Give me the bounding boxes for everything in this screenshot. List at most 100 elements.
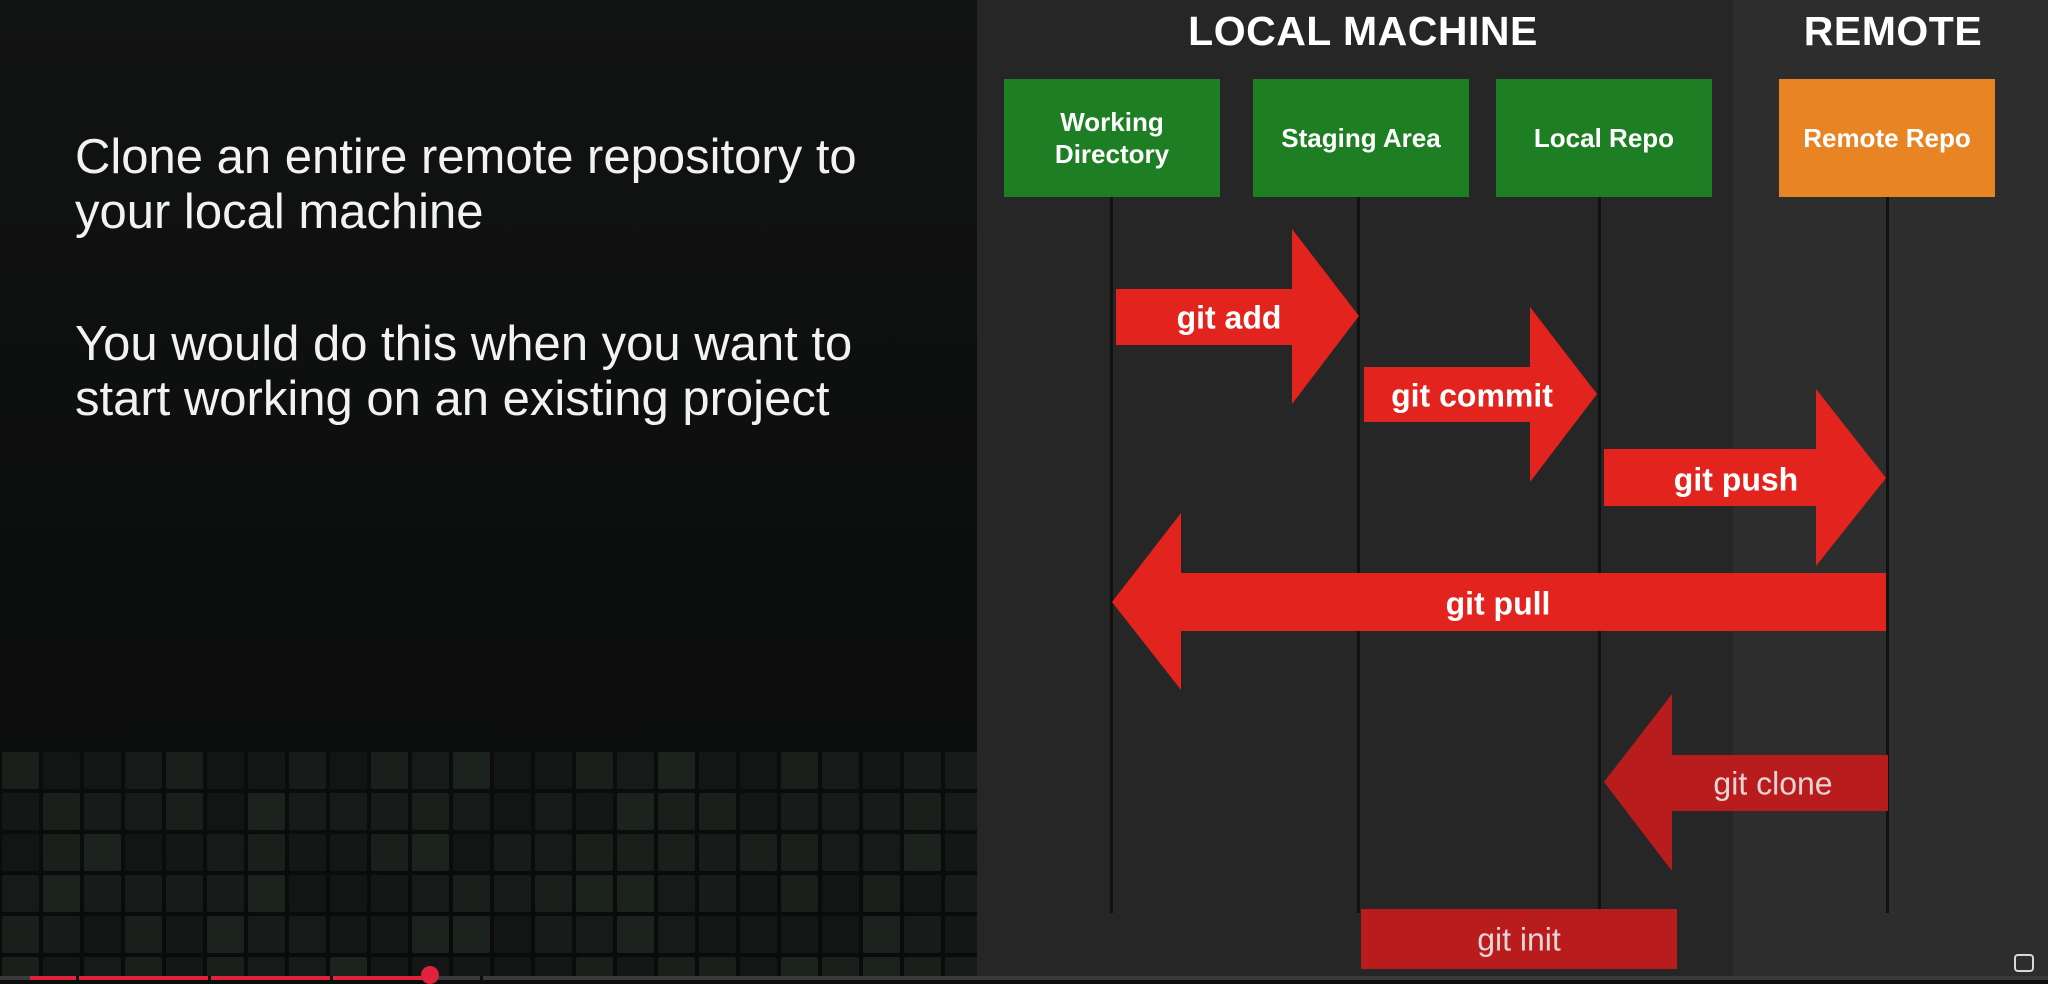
staging-area-lifeline: [1357, 197, 1360, 913]
background-tile: [494, 834, 531, 871]
git-init-label: git init: [1477, 921, 1561, 958]
background-tile: [945, 793, 977, 830]
background-tile: [904, 875, 941, 912]
background-tile: [699, 793, 736, 830]
background-tile: [84, 793, 121, 830]
background-tile: [904, 916, 941, 953]
background-tile: [125, 875, 162, 912]
background-tile: [535, 916, 572, 953]
background-tile: [699, 957, 736, 980]
git-add-label: git add: [1176, 299, 1282, 336]
slide-text-usage: You would do this when you want to start…: [75, 317, 853, 426]
background-tile: [166, 916, 203, 953]
background-tile: [658, 834, 695, 871]
background-tile: [2, 875, 39, 912]
background-tile: [207, 916, 244, 953]
background-tile: [617, 957, 654, 980]
background-tile: [822, 875, 859, 912]
background-tile: [781, 957, 818, 980]
background-tile: [412, 752, 449, 789]
background-tile: [371, 834, 408, 871]
remote-heading: REMOTE: [1803, 8, 1983, 54]
background-tile: [740, 875, 777, 912]
background-tile: [453, 834, 490, 871]
background-tile: [576, 916, 613, 953]
background-tile: [904, 793, 941, 830]
background-tile: [2, 834, 39, 871]
background-tile: [699, 916, 736, 953]
background-tile: [494, 916, 531, 953]
video-progress-bar[interactable]: [0, 976, 2048, 980]
background-tile: [699, 875, 736, 912]
background-tile: [289, 957, 326, 980]
remote-repo-box: Remote Repo: [1779, 79, 1995, 197]
background-tile: [945, 916, 977, 953]
slide-text-clone: Clone an entire remote repository to you…: [75, 130, 857, 239]
background-tile-pattern: [2, 752, 977, 980]
background-tile: [494, 875, 531, 912]
background-tile: [412, 916, 449, 953]
background-tile: [781, 916, 818, 953]
background-tile: [2, 793, 39, 830]
background-tile: [617, 875, 654, 912]
git-clone-label: git clone: [1713, 765, 1833, 802]
background-tile: [617, 752, 654, 789]
background-tile: [494, 957, 531, 980]
background-tile: [453, 752, 490, 789]
git-push-label: git push: [1673, 461, 1799, 498]
chapter-marker: [480, 976, 483, 980]
background-tile: [740, 834, 777, 871]
background-tile: [822, 834, 859, 871]
slide-left-panel: Clone an entire remote repository to you…: [0, 0, 977, 980]
background-tile: [740, 752, 777, 789]
background-tile: [863, 957, 900, 980]
video-scrub-handle[interactable]: [421, 966, 439, 984]
background-tile: [453, 916, 490, 953]
background-tile: [43, 957, 80, 980]
background-tile: [371, 916, 408, 953]
background-tile: [2, 916, 39, 953]
background-tile: [166, 793, 203, 830]
background-tile: [43, 916, 80, 953]
background-tile: [43, 875, 80, 912]
background-tile: [535, 834, 572, 871]
background-tile: [863, 916, 900, 953]
git-pull-arrow: [1112, 513, 1886, 690]
background-tile: [576, 834, 613, 871]
background-tile: [576, 793, 613, 830]
background-tile: [453, 793, 490, 830]
slide-text: Clone an entire remote repository to you…: [75, 130, 935, 504]
background-tile: [207, 834, 244, 871]
git-commit-label: git commit: [1391, 377, 1553, 414]
background-tile: [945, 957, 977, 980]
background-tile: [84, 875, 121, 912]
background-tile: [125, 916, 162, 953]
background-tile: [904, 834, 941, 871]
git-clone-arrow: [1604, 694, 1888, 871]
local-repo-lifeline: [1598, 197, 1601, 913]
remote-repo-lifeline: [1886, 197, 1889, 913]
background-tile: [699, 752, 736, 789]
background-tile: [166, 752, 203, 789]
background-tile: [822, 793, 859, 830]
background-tile: [289, 752, 326, 789]
git-add-arrow: [1116, 229, 1359, 404]
background-tile: [412, 834, 449, 871]
local-machine-heading: LOCAL MACHINE: [1188, 8, 1538, 54]
background-tile: [617, 834, 654, 871]
background-tile: [535, 793, 572, 830]
background-tile: [207, 793, 244, 830]
background-tile: [43, 752, 80, 789]
background-tile: [535, 957, 572, 980]
git-pull-label: git pull: [1445, 585, 1551, 622]
background-tile: [658, 875, 695, 912]
fullscreen-icon[interactable]: [2014, 954, 2034, 972]
background-tile: [43, 834, 80, 871]
background-tile: [904, 957, 941, 980]
background-tile: [330, 793, 367, 830]
background-tile: [576, 752, 613, 789]
working-directory-box: Working Directory: [1004, 79, 1220, 197]
background-tile: [371, 793, 408, 830]
background-tile: [453, 957, 490, 980]
